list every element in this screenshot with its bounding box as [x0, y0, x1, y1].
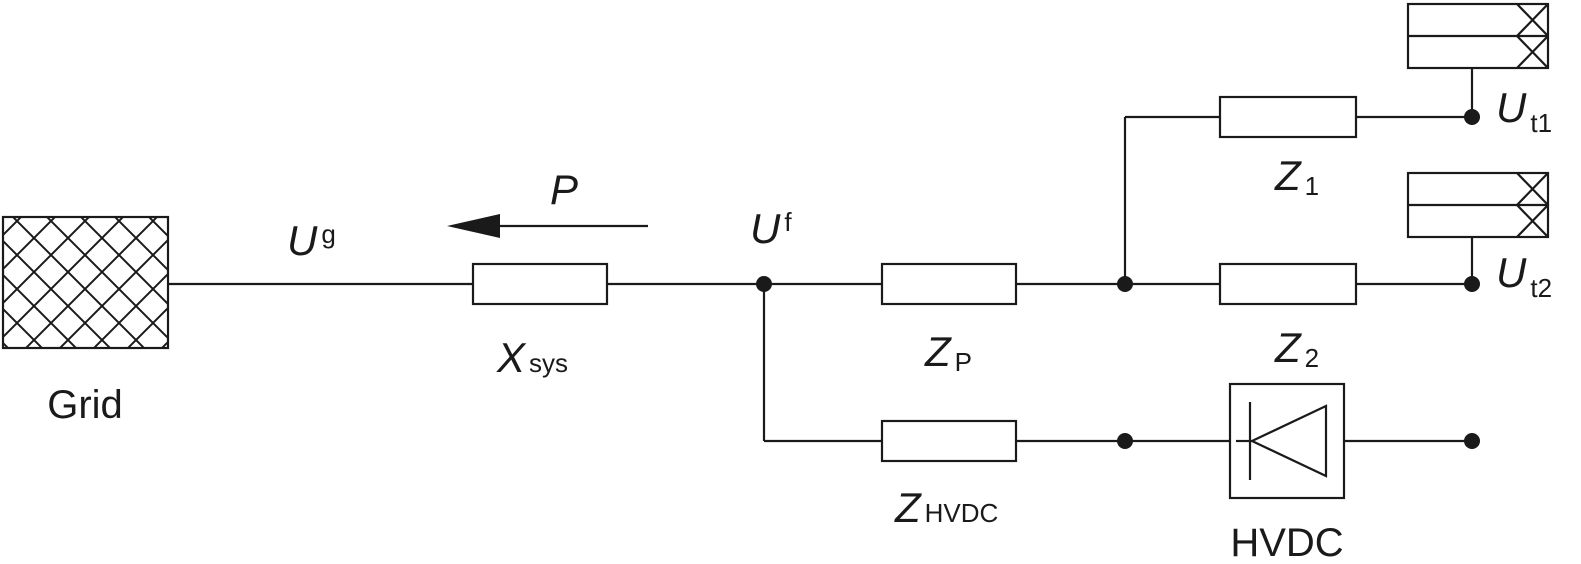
terminal-box-t2 [1406, 171, 1550, 239]
junction-ut2 [1464, 276, 1480, 292]
junction-ut1 [1464, 109, 1480, 125]
grid-block [1, 215, 170, 350]
junction-uf [756, 276, 772, 292]
z2-resistor [1218, 262, 1358, 306]
power-flow-arrow [447, 214, 648, 238]
zhvdc-resistor [880, 419, 1018, 463]
grid-label: Grid [47, 383, 123, 427]
junction-branch [1117, 276, 1133, 292]
p-label: P [550, 166, 578, 213]
hvdc-label: HVDC [1230, 521, 1343, 564]
xsys-resistor [471, 262, 609, 306]
zp-resistor [880, 262, 1018, 306]
junction-hvdc-out [1464, 433, 1480, 449]
terminal-box-t1 [1406, 2, 1550, 70]
z1-resistor [1218, 95, 1358, 139]
junction-hvdc-in [1117, 433, 1133, 449]
hvdc-converter [1228, 382, 1346, 500]
